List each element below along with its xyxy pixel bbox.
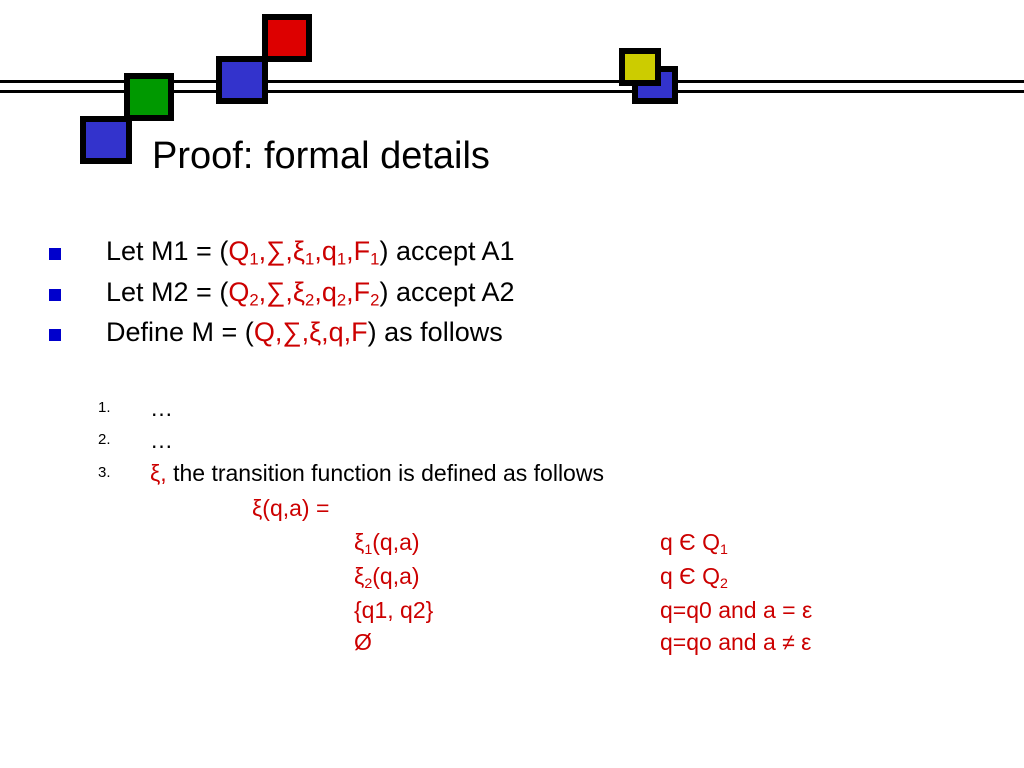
step-text: …: [150, 395, 173, 421]
yellow-square-decoration: [619, 48, 661, 86]
list-number: 3.: [98, 464, 111, 481]
step-text: …: [150, 427, 173, 453]
list-item: 3. ξ, the transition function is defined…: [0, 457, 1024, 489]
list-number: 2.: [98, 431, 111, 448]
bullet-text: Define M = (Q,∑,ξ,q,F) as follows: [106, 317, 503, 347]
tuple-m1: Q1,∑,ξ1,q1,F1: [228, 236, 380, 269]
transition-symbol: ξ,: [150, 460, 167, 486]
list-number: 1.: [98, 399, 111, 416]
case-value: ξ2(q,a): [354, 563, 420, 592]
step-text: ξ, the transition function is defined as…: [150, 460, 604, 486]
square-bullet-icon: [49, 329, 61, 341]
green-square-decoration: [124, 73, 174, 121]
list-item: 1. …: [0, 392, 1024, 424]
square-bullet-icon: [49, 289, 61, 301]
tuple-m2: Q2,∑,ξ2,q2,F2: [228, 277, 380, 310]
case-value: ξ1(q,a): [354, 529, 420, 558]
list-item: 2. …: [0, 424, 1024, 456]
blue-square-decoration: [216, 56, 268, 104]
slide-title: Proof: formal details: [152, 135, 490, 177]
red-square-decoration: [262, 14, 312, 62]
case-value: {q1, q2}: [354, 597, 434, 623]
bullet-text: Let M2 = (Q2,∑,ξ2,q2,F2) accept A2: [106, 277, 515, 310]
list-item: Let M2 = (Q2,∑,ξ2,q2,F2) accept A2: [0, 273, 1024, 311]
header-rule-bottom: [0, 90, 1024, 93]
case-value: Ø: [354, 629, 372, 655]
case-condition: q Є Q1: [660, 529, 728, 558]
bullet-text: Let M1 = (Q1,∑,ξ1,q1,F1) accept A1: [106, 236, 515, 269]
list-item: Define M = (Q,∑,ξ,q,F) as follows: [0, 313, 1024, 351]
square-bullet-icon: [49, 248, 61, 260]
header-rule-top: [0, 80, 1024, 83]
list-item: Let M1 = (Q1,∑,ξ1,q1,F1) accept A1: [0, 232, 1024, 270]
case-condition: q Є Q2: [660, 563, 728, 592]
case-condition: q=qo and a ≠ ε: [660, 629, 812, 655]
definition-head: ξ(q,a) =: [252, 495, 330, 521]
tuple-m: Q,∑,ξ,q,F: [253, 317, 368, 347]
case-condition: q=q0 and a = ε: [660, 597, 813, 623]
blue-square-decoration: [80, 116, 132, 164]
